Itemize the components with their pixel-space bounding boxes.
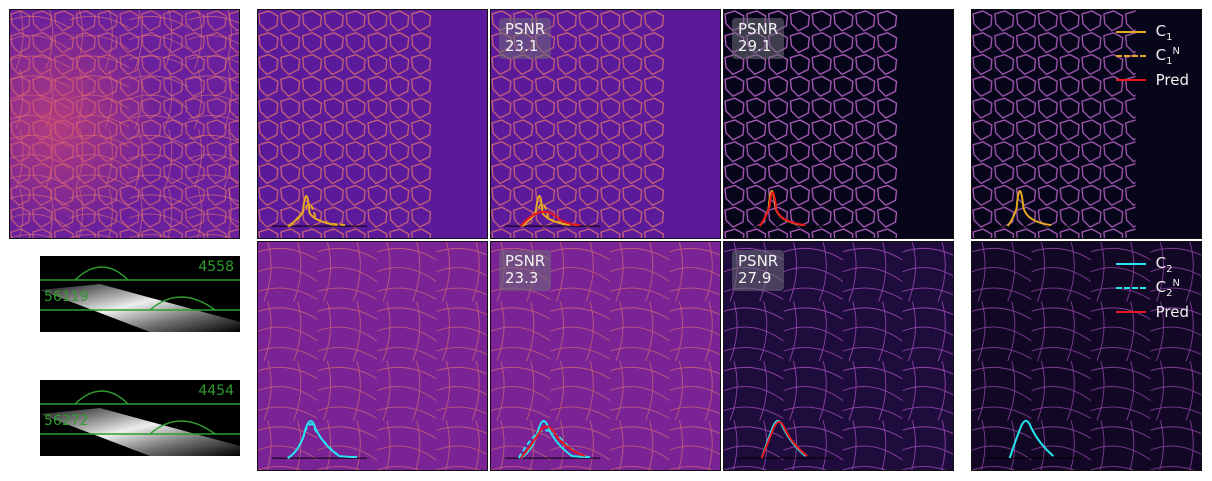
psnr-badge: PSNR 29.1: [732, 18, 785, 59]
psnr-badge: PSNR 27.9: [732, 250, 785, 291]
row1-input-panel: [257, 9, 488, 239]
psnr-label: PSNR: [738, 252, 779, 270]
row2-denoised-pred-panel: PSNR 27.9: [723, 241, 954, 471]
row1-denoised-pred-image: [724, 10, 953, 238]
legend-swatch: [1115, 79, 1146, 81]
source-image: [10, 10, 239, 238]
psnr-value: 29.1: [738, 37, 772, 55]
row2-input-image: [258, 242, 487, 470]
histogram-mid-count: 56119: [44, 289, 89, 305]
row2-legend: C2 C2N Pred: [1115, 252, 1189, 324]
legend-label: C2N: [1155, 277, 1180, 299]
source-image-panel: [9, 9, 240, 239]
row2-groundtruth-image: [972, 242, 1201, 470]
legend-label: Pred: [1155, 303, 1189, 321]
legend-entry: Pred: [1115, 68, 1189, 92]
legend-swatch: [1115, 287, 1146, 289]
histogram-thumbnail-2: 4454 56272: [40, 380, 240, 456]
row1-groundtruth-image: [972, 10, 1201, 238]
histogram-top-count: 4454: [198, 383, 234, 399]
psnr-value: 23.3: [505, 269, 539, 287]
row2-groundtruth-panel: C2 C2N Pred: [971, 241, 1202, 471]
legend-entry: Pred: [1115, 300, 1189, 324]
psnr-value: 23.1: [505, 37, 539, 55]
legend-label: Pred: [1155, 71, 1189, 89]
row1-denoised-pred-panel: PSNR 29.1: [723, 9, 954, 239]
legend-entry: C2: [1115, 252, 1189, 276]
psnr-badge: PSNR 23.3: [499, 250, 552, 291]
row1-groundtruth-panel: C1 C1N Pred: [971, 9, 1202, 239]
psnr-value: 27.9: [738, 269, 772, 287]
histogram-top-count: 4558: [198, 259, 234, 275]
psnr-badge: PSNR 23.1: [499, 18, 552, 59]
row1-noisy-pred-image: [491, 10, 720, 238]
legend-label: C1N: [1155, 45, 1180, 67]
row1-noisy-pred-panel: PSNR 23.1: [490, 9, 721, 239]
psnr-label: PSNR: [505, 252, 546, 270]
legend-swatch: [1115, 263, 1146, 265]
legend-swatch: [1115, 311, 1146, 313]
legend-entry: C2N: [1115, 276, 1189, 300]
row1-input-image: [258, 10, 487, 238]
row2-input-panel: [257, 241, 488, 471]
legend-label: C1: [1155, 21, 1173, 43]
histogram-thumbnail-1: 4558 56119: [40, 256, 240, 332]
histogram-mid-count: 56272: [44, 413, 89, 429]
legend-entry: C1N: [1115, 44, 1189, 68]
legend-swatch: [1115, 55, 1146, 57]
histogram-plot: [40, 266, 240, 332]
legend-label: C2: [1155, 253, 1173, 275]
row1-legend: C1 C1N Pred: [1115, 20, 1189, 92]
legend-entry: C1: [1115, 20, 1189, 44]
histogram-plot: [40, 390, 240, 456]
psnr-label: PSNR: [505, 20, 546, 38]
legend-swatch: [1115, 31, 1146, 33]
row2-noisy-pred-panel: PSNR 23.3: [490, 241, 721, 471]
psnr-label: PSNR: [738, 20, 779, 38]
